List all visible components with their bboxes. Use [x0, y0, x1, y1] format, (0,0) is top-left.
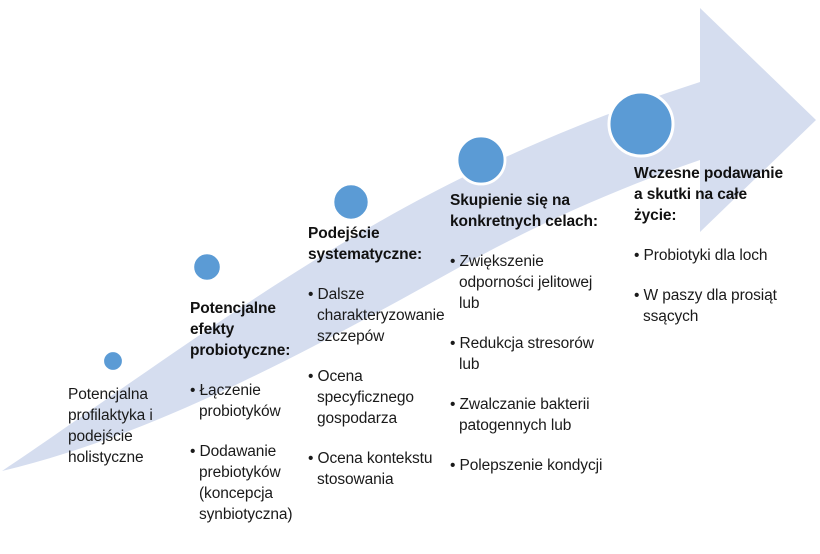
stage-marker-4	[455, 134, 507, 186]
stage-2-heading: Potencjalne efekty probiotyczne:	[190, 300, 291, 359]
stage-3-bullet-2: • Ocena specyficznego gospodarza	[308, 368, 414, 427]
stage-2-bullet-2: • Dodawanie prebiotyków (koncepcja synbi…	[190, 443, 293, 523]
stage-3-bullet-3: • Ocena kontekstu stosowania	[308, 450, 433, 488]
stage-2-bullet-list: • Łączenie probiotyków • Dodawanie prebi…	[190, 380, 302, 525]
stage-4-bullet-list: • Zwiększenie odporności jelitowej lub •…	[450, 251, 612, 476]
stage-5-heading: Wczesne podawanie a skutki na całe życie…	[634, 165, 784, 224]
stage-column-5: Wczesne podawanie a skutki na całe życie…	[634, 163, 784, 327]
stage-column-1: Potencjalna profilaktyka i podejście hol…	[68, 384, 186, 468]
stage-3-bullet-1: • Dalsze charakteryzowanie szczepów	[308, 286, 445, 345]
stage-4-heading: Skupienie się na konkretnych celach:	[450, 192, 598, 230]
stage-4-bullet-3: • Zwalczanie bakterii patogennych lub	[450, 396, 590, 434]
stage-column-3: Podejście systematyczne: • Dalsze charak…	[308, 223, 445, 490]
stage-4-bullet-2: • Redukcja stresorów lub	[450, 335, 594, 373]
stage-3-heading: Podejście systematyczne:	[308, 225, 423, 263]
stage-5-bullet-1: • Probiotyki dla loch	[634, 247, 768, 264]
stage-3-bullet-list: • Dalsze charakteryzowanie szczepów • Oc…	[308, 284, 445, 490]
stage-marker-3	[331, 182, 371, 222]
stage-column-4: Skupienie się na konkretnych celach: • Z…	[450, 190, 612, 476]
stage-2-bullet-1: • Łączenie probiotyków	[190, 382, 281, 420]
stage-marker-1	[101, 349, 125, 373]
stage-marker-2	[191, 251, 223, 283]
stage-5-bullet-list: • Probiotyki dla loch • W paszy dla pros…	[634, 245, 784, 327]
stage-5-bullet-2: • W paszy dla prosiąt ssących	[634, 287, 777, 325]
stage-4-bullet-4: • Polepszenie kondycji	[450, 457, 603, 474]
stage-1-body: Potencjalna profilaktyka i podejście hol…	[68, 386, 153, 466]
stage-4-bullet-1: • Zwiększenie odporności jelitowej lub	[450, 253, 593, 312]
stage-marker-5	[607, 90, 675, 158]
stage-column-2: Potencjalne efekty probiotyczne: • Łącze…	[190, 298, 302, 525]
